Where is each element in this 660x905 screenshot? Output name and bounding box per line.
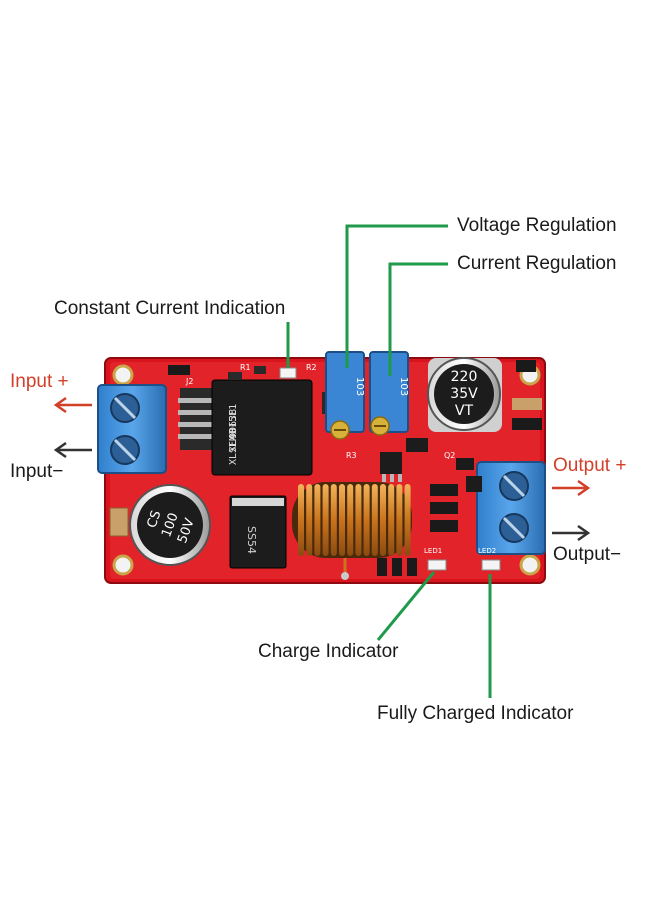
capacitor-small: CS 100 50V	[129, 484, 211, 566]
r2-label: R2	[306, 363, 317, 372]
r3-label: R3	[346, 451, 357, 460]
fully-charged-indicator-label: Fully Charged Indicator	[377, 703, 574, 724]
cap-large-series: VT	[455, 403, 474, 419]
charge-pointer	[376, 571, 436, 641]
coil-wrap	[363, 484, 370, 556]
coil-wrap	[322, 484, 329, 556]
output-plus-arrow	[552, 479, 591, 497]
coil-wrap	[355, 484, 362, 556]
constant-current-indication-label: Constant Current Indication	[54, 298, 286, 319]
chip-marking-1: XLSEMI	[228, 429, 239, 465]
coil-wrap	[371, 484, 378, 556]
input-minus-label: Input−	[10, 461, 64, 482]
coil-wrap	[314, 484, 321, 556]
output-minus-arrow	[552, 524, 591, 542]
cap-small-brand: CS	[144, 509, 164, 530]
voltage-potentiometer: 103	[325, 351, 365, 440]
r1-label: R1	[240, 363, 251, 372]
coil-wrap	[380, 484, 386, 556]
constant-current-led	[279, 367, 297, 379]
led1-label: LED1	[424, 547, 442, 555]
diode-marking: SS54	[245, 526, 258, 554]
coil-wrap	[347, 484, 354, 556]
coil-wrap	[388, 484, 395, 556]
pointer-lines	[286, 224, 492, 698]
capacitor-large: 220 35V VT	[427, 357, 502, 432]
current-potentiometer: 103	[369, 351, 409, 436]
input-minus-arrow	[53, 441, 92, 459]
current-regulation-label: Current Regulation	[457, 253, 617, 274]
coil-wrap	[330, 484, 337, 556]
current-pot-marking: 103	[398, 377, 409, 396]
voltage-pointer	[345, 224, 448, 368]
input-terminal	[97, 384, 167, 474]
charge-led	[427, 559, 447, 571]
j2-label: J2	[185, 377, 193, 386]
charge-indicator-label: Charge Indicator	[258, 641, 399, 662]
q2-label: Q2	[444, 451, 455, 460]
cap-large-value: 220	[451, 369, 478, 385]
current-pointer	[388, 262, 448, 376]
coil-wrap	[396, 484, 403, 556]
coil-wrap	[404, 484, 411, 556]
led2-label: LED2	[478, 547, 496, 555]
chip-marking-3: 90638	[228, 409, 239, 439]
voltage-pot-marking: 103	[354, 377, 365, 396]
voltage-regulation-label: Voltage Regulation	[457, 215, 617, 236]
input-plus-arrow	[53, 396, 92, 414]
coil-wrap	[339, 484, 345, 556]
output-terminal	[476, 461, 546, 555]
cap-large-voltage: 35V	[450, 386, 478, 402]
output-plus-label: Output +	[553, 455, 627, 476]
regulator-chip: XLSEMI XL4015E1 90638	[178, 379, 313, 476]
fully-charged-led	[481, 559, 501, 571]
coil-wrap	[298, 484, 304, 556]
inductor-coil	[292, 482, 412, 580]
coil-wrap	[306, 484, 313, 556]
chip-marking-2: XL4015E1	[228, 404, 239, 452]
input-plus-label: Input +	[10, 371, 69, 392]
schottky-diode: SS54	[229, 495, 287, 569]
output-minus-label: Output−	[553, 544, 622, 565]
